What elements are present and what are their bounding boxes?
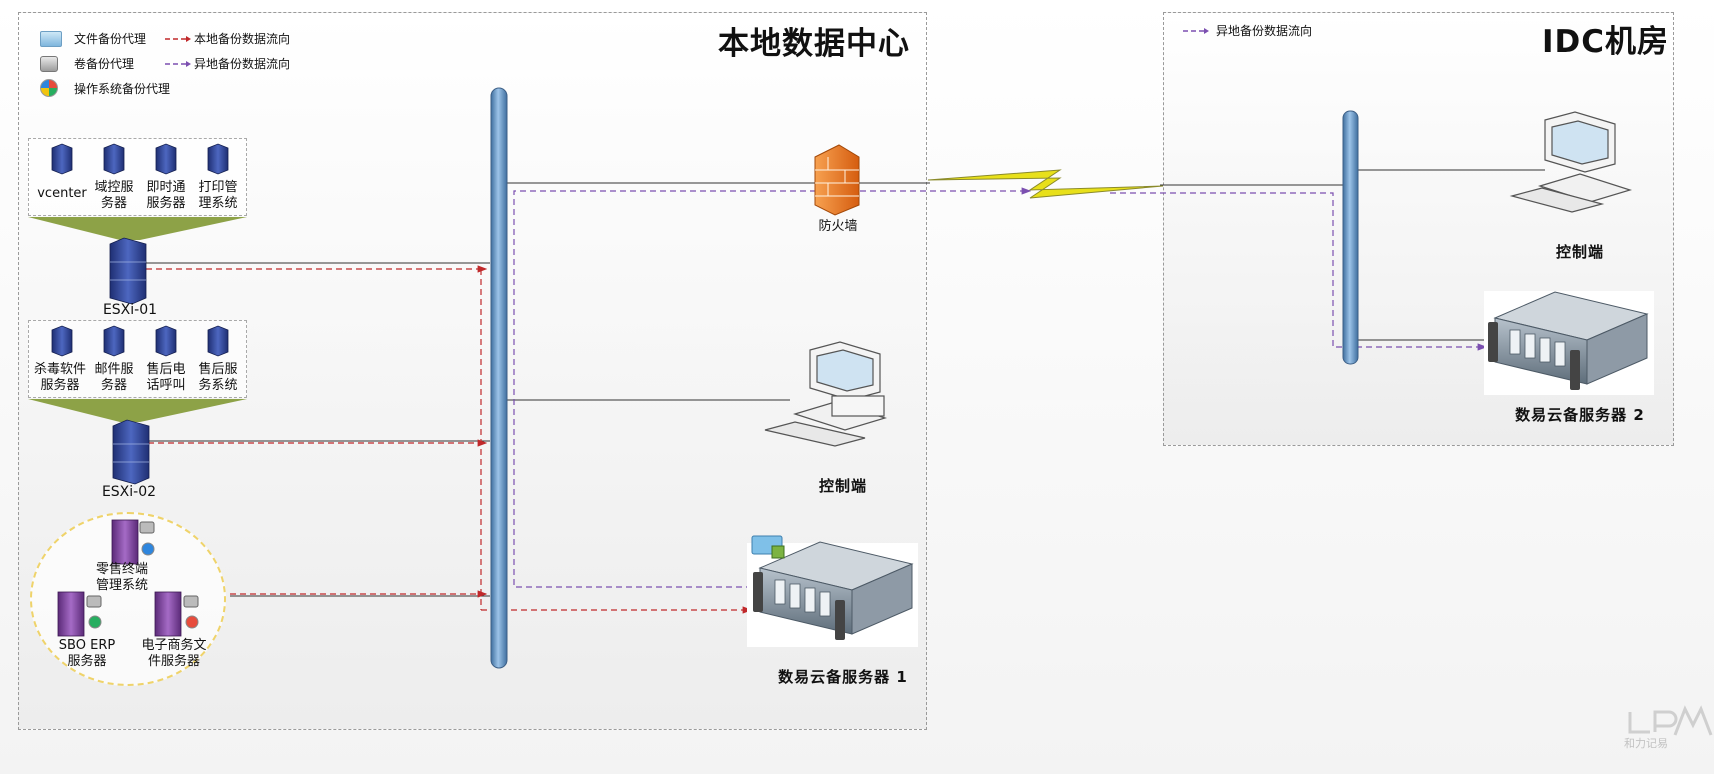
local-backup-flows	[146, 265, 753, 614]
vm-label-mail: 邮件服 务器	[94, 362, 134, 393]
backup-server1-icon	[747, 535, 918, 647]
agent-badge-icons	[86, 521, 199, 629]
windows-logo-icon	[40, 79, 58, 97]
backup-server1-label: 数易云备服务器 1	[778, 668, 908, 686]
retail-server-label: 零售终端 管理系统	[95, 562, 148, 593]
esxi01-host-icon	[109, 237, 147, 305]
vm-label-im: 即时通 服务器	[146, 180, 186, 211]
esxi01-vm-icons	[51, 143, 229, 175]
idc-backbone-bus	[1342, 110, 1359, 365]
erp-server-label: SBO ERP 服务器	[58, 638, 116, 669]
folder-icon	[40, 30, 62, 47]
legend-file-agent: 文件备份代理	[40, 30, 146, 47]
legend-os-agent: 操作系统备份代理	[40, 79, 170, 97]
wan-link-bolt	[927, 169, 1164, 199]
watermark-text: 和力记易	[1624, 737, 1668, 750]
esxi02-host-icon	[112, 419, 150, 485]
esxi02-label: ESXi-02	[101, 484, 157, 500]
idc-title: IDC机房	[1542, 24, 1670, 60]
vm-label-print: 打印管 理系统	[198, 180, 238, 211]
legend-local-flow: 本地备份数据流向	[164, 30, 290, 47]
idc-legend-remote-flow: 异地备份数据流向	[1182, 22, 1312, 39]
firewall-icon	[814, 144, 860, 216]
purple-dashed-arrow-icon	[1183, 27, 1209, 34]
purple-dashed-arrow-icon	[165, 60, 191, 67]
local-console-pc-icon	[764, 341, 888, 447]
local-console-label: 控制端	[818, 477, 867, 495]
firewall-label: 防火墙	[818, 219, 858, 234]
esxi01-funnel	[28, 217, 247, 240]
vm-label-domain: 域控服 务器	[94, 180, 134, 211]
esxi01-label: ESXi-01	[102, 302, 158, 318]
vm-label-aftersales: 售后服 务系统	[198, 362, 238, 393]
idc-console-pc-icon	[1509, 111, 1633, 213]
esxi02-vm-icons	[51, 325, 229, 357]
idc-console-label: 控制端	[1555, 243, 1604, 261]
legend-volume-agent: 卷备份代理	[40, 55, 134, 72]
physical-server-icons	[57, 519, 182, 637]
legend-remote-flow: 异地备份数据流向	[164, 55, 290, 72]
disk-icon	[40, 55, 58, 72]
ecommerce-server-label: 电子商务文 件服务器	[141, 638, 207, 669]
local-datacenter-title: 本地数据中心	[718, 26, 910, 62]
vm-label-vcenter: vcenter	[37, 186, 87, 201]
backup-server2-label: 数易云备服务器 2	[1515, 406, 1645, 424]
vm-label-callcenter: 售后电 话呼叫	[146, 362, 186, 393]
esxi02-funnel	[28, 399, 247, 422]
backup-server2-icon	[1484, 291, 1654, 395]
remote-backup-flows	[513, 187, 1488, 588]
local-backbone-bus	[490, 87, 508, 669]
watermark-logo	[1628, 705, 1713, 736]
vm-label-antivirus: 杀毒软件 服务器	[33, 362, 86, 393]
red-dashed-arrow-icon	[165, 35, 191, 42]
